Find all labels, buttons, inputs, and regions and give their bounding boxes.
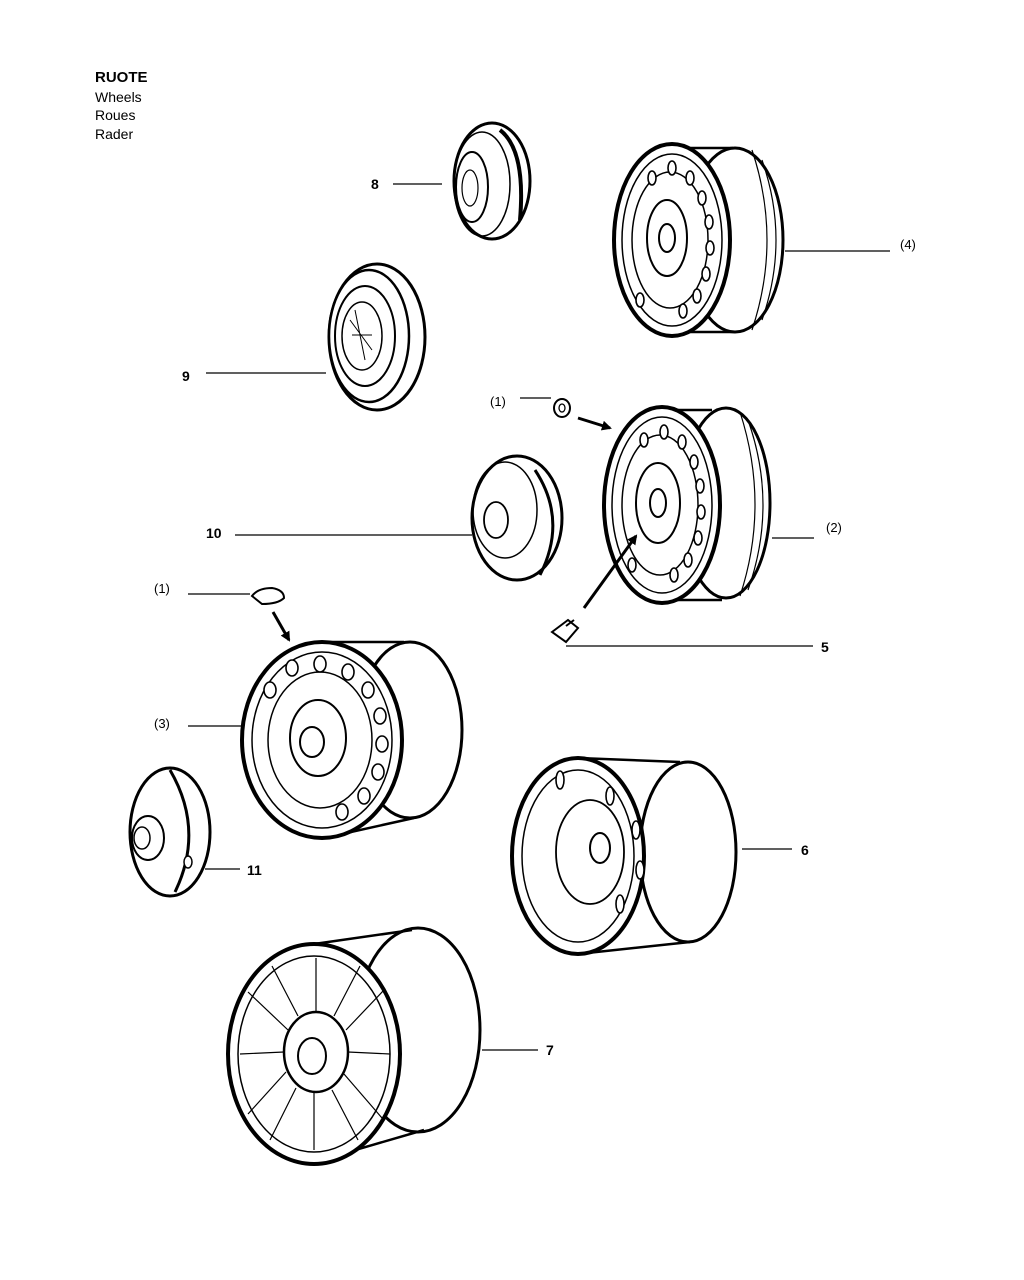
title-block: RUOTE Wheels Roues Rader <box>95 69 148 143</box>
callout-labels: 8 (4) 9 (1) 10 (2) (1) 5 (3) 6 11 7 <box>154 176 916 1058</box>
title-italian: RUOTE <box>95 69 148 86</box>
callout-7: 7 <box>546 1042 554 1058</box>
callout-10: 10 <box>206 525 222 541</box>
wheel-2-illustration <box>602 405 772 605</box>
wheel-6-illustration <box>510 756 738 956</box>
title-swedish: Rader <box>95 125 134 142</box>
center-cap-11-illustration <box>128 766 212 898</box>
callout-9: 9 <box>182 368 190 384</box>
wheel-4-illustration <box>612 142 785 338</box>
nut-1-upper-illustration <box>553 398 571 418</box>
title-english: Wheels <box>95 88 142 105</box>
hubcap-8-illustration <box>452 121 532 241</box>
wheel-7-spokes <box>239 958 391 1150</box>
wheel-2-vent-holes <box>627 424 706 583</box>
callout-2: (2) <box>826 520 842 535</box>
callout-3: (3) <box>154 716 170 731</box>
leader-lines <box>188 183 890 1051</box>
wheel-7-illustration <box>226 926 482 1166</box>
callout-5: 5 <box>821 639 829 655</box>
valve-5-illustration <box>550 618 580 644</box>
wheel-6-slots <box>555 770 645 914</box>
title-french: Roues <box>95 107 136 123</box>
wheel-3-vent-holes <box>263 655 389 821</box>
callout-4: (4) <box>900 237 916 252</box>
callout-11: 11 <box>247 862 262 878</box>
wheel-4-vent-holes <box>635 160 715 319</box>
hubcap-9-illustration <box>327 262 427 412</box>
callout-8: 8 <box>371 176 379 192</box>
nut-1-lower-illustration <box>250 586 286 606</box>
callout-1-upper: (1) <box>490 394 506 409</box>
callout-6: 6 <box>801 842 809 858</box>
hubcap-10-illustration <box>470 454 564 582</box>
callout-1-lower: (1) <box>154 581 170 596</box>
wheel-3-illustration <box>240 640 464 840</box>
